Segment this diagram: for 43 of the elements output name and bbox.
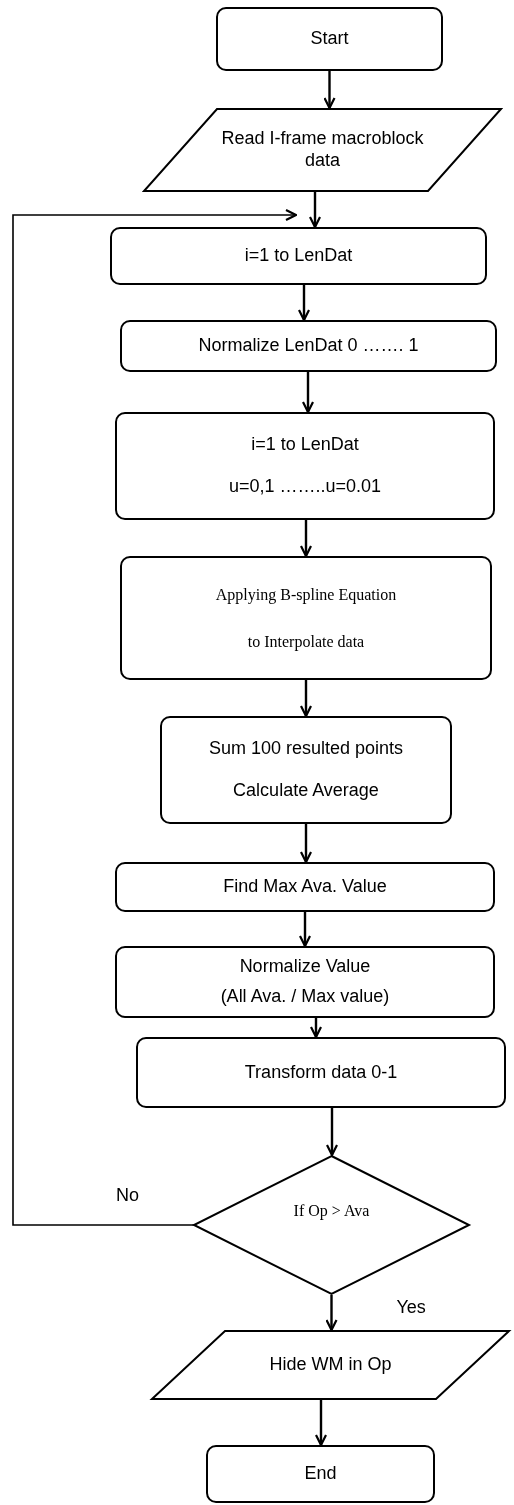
process-box: [115, 946, 495, 1018]
process-box: [206, 1445, 435, 1503]
process-box: [136, 1037, 506, 1108]
decision-diamond: [193, 1155, 470, 1295]
arrow: [308, 192, 322, 229]
arrow: [325, 1295, 338, 1332]
node-text: Normalize Value: [239, 956, 371, 978]
process-box: [120, 556, 492, 680]
node-text: Calculate Average: [233, 780, 379, 802]
node-text: If Op > Ava: [293, 1201, 370, 1221]
node-text: Read I-frame macroblock data: [220, 128, 425, 172]
arrow: [299, 824, 313, 864]
arrow: [299, 520, 313, 558]
arrow: [323, 71, 336, 110]
arrow: [325, 1108, 339, 1157]
arrow: [314, 1400, 328, 1447]
process-box: [216, 7, 443, 71]
process-box: [115, 862, 495, 912]
process-box: [160, 716, 452, 824]
node-text: u=0,1 ……..u=0.01: [228, 476, 382, 498]
node-text: Normalize LenDat 0 ……. 1: [198, 335, 419, 357]
node-text: End: [304, 1463, 337, 1485]
node-text: (All Ava. / Max value): [220, 986, 390, 1008]
node-text: to Interpolate data: [247, 631, 365, 651]
node-text: Hide WM in Op: [269, 1354, 392, 1376]
input-output-parallelogram: [143, 108, 502, 192]
arrow: [309, 1018, 323, 1039]
arrow: [299, 680, 313, 718]
process-box: [110, 227, 487, 285]
arrow: [298, 912, 312, 948]
node-text: i=1 to LenDat: [251, 434, 359, 456]
arrow: [297, 285, 311, 322]
arrow: [12, 208, 298, 1226]
process-box: [115, 412, 495, 520]
node-text: Transform data 0-1: [244, 1061, 398, 1084]
node-text: Find Max Ava. Value: [223, 876, 387, 898]
node-text: Start: [310, 28, 349, 50]
arrow: [301, 372, 315, 414]
process-box: [120, 320, 497, 372]
node-text: i=1 to LenDat: [244, 245, 353, 267]
input-output-parallelogram: [151, 1330, 510, 1400]
node-text: Sum 100 resulted points: [208, 738, 404, 760]
node-text: Applying B-spline Equation: [215, 585, 397, 605]
